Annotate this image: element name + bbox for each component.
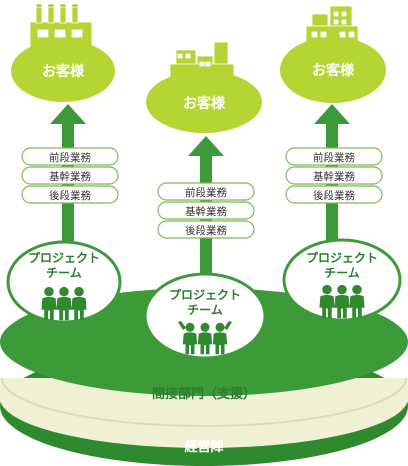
team-label-line2: チーム bbox=[46, 266, 82, 280]
stage-back-label: 後段業務 bbox=[313, 189, 355, 202]
stage-core-label: 基幹業務 bbox=[49, 170, 91, 183]
stage-core-label: 基幹業務 bbox=[185, 205, 227, 218]
customer-bubble-center bbox=[146, 71, 262, 133]
customer-label-left: お客様 bbox=[42, 63, 85, 80]
business-stages-left: 前段業務 基幹業務 後段業務 bbox=[21, 147, 119, 204]
stage-front-label: 前段業務 bbox=[49, 151, 91, 164]
team-label-line2: チーム bbox=[187, 303, 223, 317]
team-label-line1: プロジェクト bbox=[28, 250, 100, 265]
stage-box bbox=[285, 166, 383, 185]
team-label-line1: プロジェクト bbox=[306, 250, 378, 265]
project-team-left: プロジェクト チーム bbox=[6, 240, 122, 324]
stage-box bbox=[21, 185, 119, 204]
customer-right: お客様 bbox=[280, 5, 386, 103]
stage-back-label: 後段業務 bbox=[49, 189, 91, 202]
team-bubble bbox=[282, 238, 402, 322]
stage-core-label: 基幹業務 bbox=[313, 170, 355, 183]
customer-bubble-right bbox=[280, 37, 386, 103]
customer-center: お客様 bbox=[146, 41, 262, 133]
team-people-cheering-icon bbox=[178, 321, 232, 355]
stage-box bbox=[157, 220, 255, 239]
project-team-center: プロジェクト チーム bbox=[143, 272, 267, 360]
stage-box bbox=[285, 147, 383, 166]
customer-left: お客様 bbox=[11, 3, 115, 102]
stage-box bbox=[21, 166, 119, 185]
stage-box bbox=[157, 201, 255, 220]
team-bubble bbox=[143, 272, 267, 360]
stage-back-label: 後段業務 bbox=[185, 224, 227, 237]
team-label-line2: チーム bbox=[324, 266, 360, 280]
stage-front-label: 前段業務 bbox=[313, 151, 355, 164]
stage-box bbox=[157, 182, 255, 201]
stage-box bbox=[285, 185, 383, 204]
project-team-right: プロジェクト チーム bbox=[282, 238, 402, 322]
customer-label-center: お客様 bbox=[183, 95, 226, 112]
stage-box bbox=[21, 147, 119, 166]
indirect-layer-band bbox=[0, 378, 408, 448]
indirect-department-label: 間接部門（支援） bbox=[152, 386, 256, 402]
business-stages-right: 前段業務 基幹業務 後段業務 bbox=[285, 147, 383, 204]
team-label-line1: プロジェクト bbox=[169, 287, 241, 302]
customer-bubble-left bbox=[11, 40, 115, 102]
stage-front-label: 前段業務 bbox=[185, 186, 227, 199]
management-label: 経営陣 bbox=[184, 439, 223, 455]
customer-label-right: お客様 bbox=[312, 62, 355, 79]
business-stages-center: 前段業務 基幹業務 後段業務 bbox=[157, 182, 255, 239]
team-bubble bbox=[6, 240, 122, 324]
